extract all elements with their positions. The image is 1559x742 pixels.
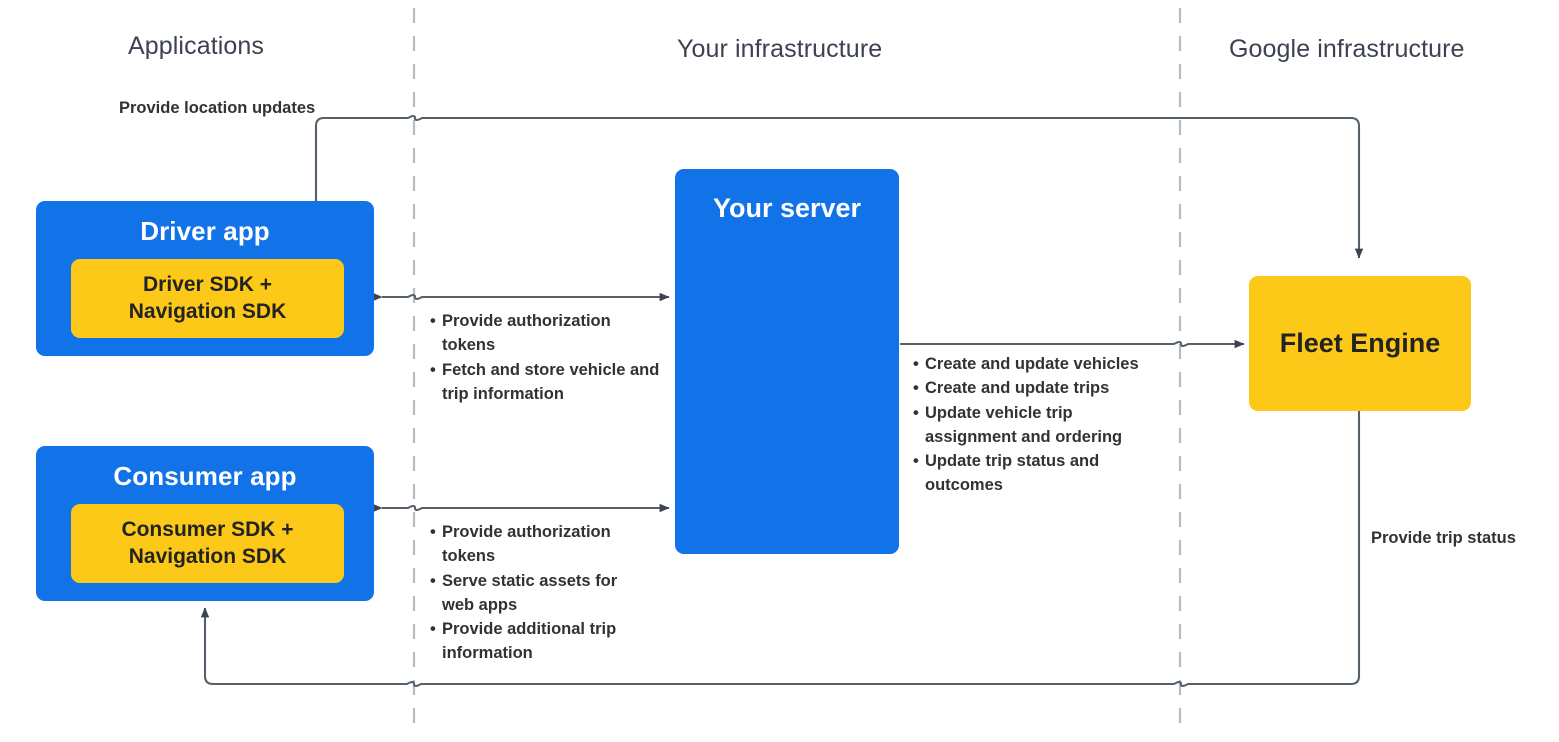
node-driver-sdk[interactable]: Driver SDK + Navigation SDK	[71, 259, 344, 338]
consumer-sdk-label-line1: Consumer SDK +	[121, 517, 294, 541]
list-item: Provide authorization tokens	[430, 309, 665, 358]
list-item: Update trip status and outcomes	[913, 449, 1161, 498]
edge-bullets-server-fleet: Create and update vehicles Create and up…	[913, 352, 1161, 498]
node-your-server[interactable]: Your server	[675, 169, 899, 554]
node-consumer-sdk[interactable]: Consumer SDK + Navigation SDK	[71, 504, 344, 583]
list-item: Fetch and store vehicle and trip informa…	[430, 358, 665, 407]
edge-label-trip-status: Provide trip status	[1371, 529, 1516, 547]
driver-sdk-label-line1: Driver SDK +	[143, 272, 272, 296]
list-item: Provide additional trip information	[430, 617, 645, 666]
list-item: Create and update vehicles	[913, 352, 1161, 377]
driver-sdk-label-line2: Navigation SDK	[128, 299, 287, 323]
driver-sdk-label: Driver SDK + Navigation SDK	[129, 272, 287, 326]
consumer-app-title: Consumer app	[113, 461, 297, 491]
edge-label-location-updates: Provide location updates	[119, 99, 316, 117]
edge-bullets-driver-server: Provide authorization tokens Fetch and s…	[430, 309, 665, 406]
edge-server-fleet	[900, 339, 1245, 349]
fleet-engine-title: Fleet Engine	[1279, 328, 1441, 358]
node-driver-app[interactable]: Driver app Driver SDK + Navigation SDK	[36, 201, 374, 356]
edge-bullets-consumer-server: Provide authorization tokens Serve stati…	[430, 520, 645, 666]
list-item: Serve static assets for web apps	[430, 569, 645, 618]
driver-app-title: Driver app	[140, 216, 270, 246]
your-server-title: Your server	[712, 193, 862, 223]
consumer-sdk-label: Consumer SDK + Navigation SDK	[121, 517, 293, 571]
list-item: Create and update trips	[913, 376, 1161, 401]
lane-title-applications: Applications	[128, 32, 265, 60]
lane-title-your-infrastructure: Your infrastructure	[677, 35, 883, 63]
edge-driver-server	[372, 292, 670, 302]
list-item: Update vehicle trip assignment and order…	[913, 401, 1161, 450]
list-item: Provide authorization tokens	[430, 520, 645, 569]
consumer-sdk-label-line2: Navigation SDK	[128, 544, 287, 568]
node-fleet-engine[interactable]: Fleet Engine	[1249, 276, 1471, 411]
edge-consumer-server	[372, 503, 670, 513]
node-consumer-app[interactable]: Consumer app Consumer SDK + Navigation S…	[36, 446, 374, 601]
lane-title-google-infrastructure: Google infrastructure	[1229, 35, 1465, 63]
